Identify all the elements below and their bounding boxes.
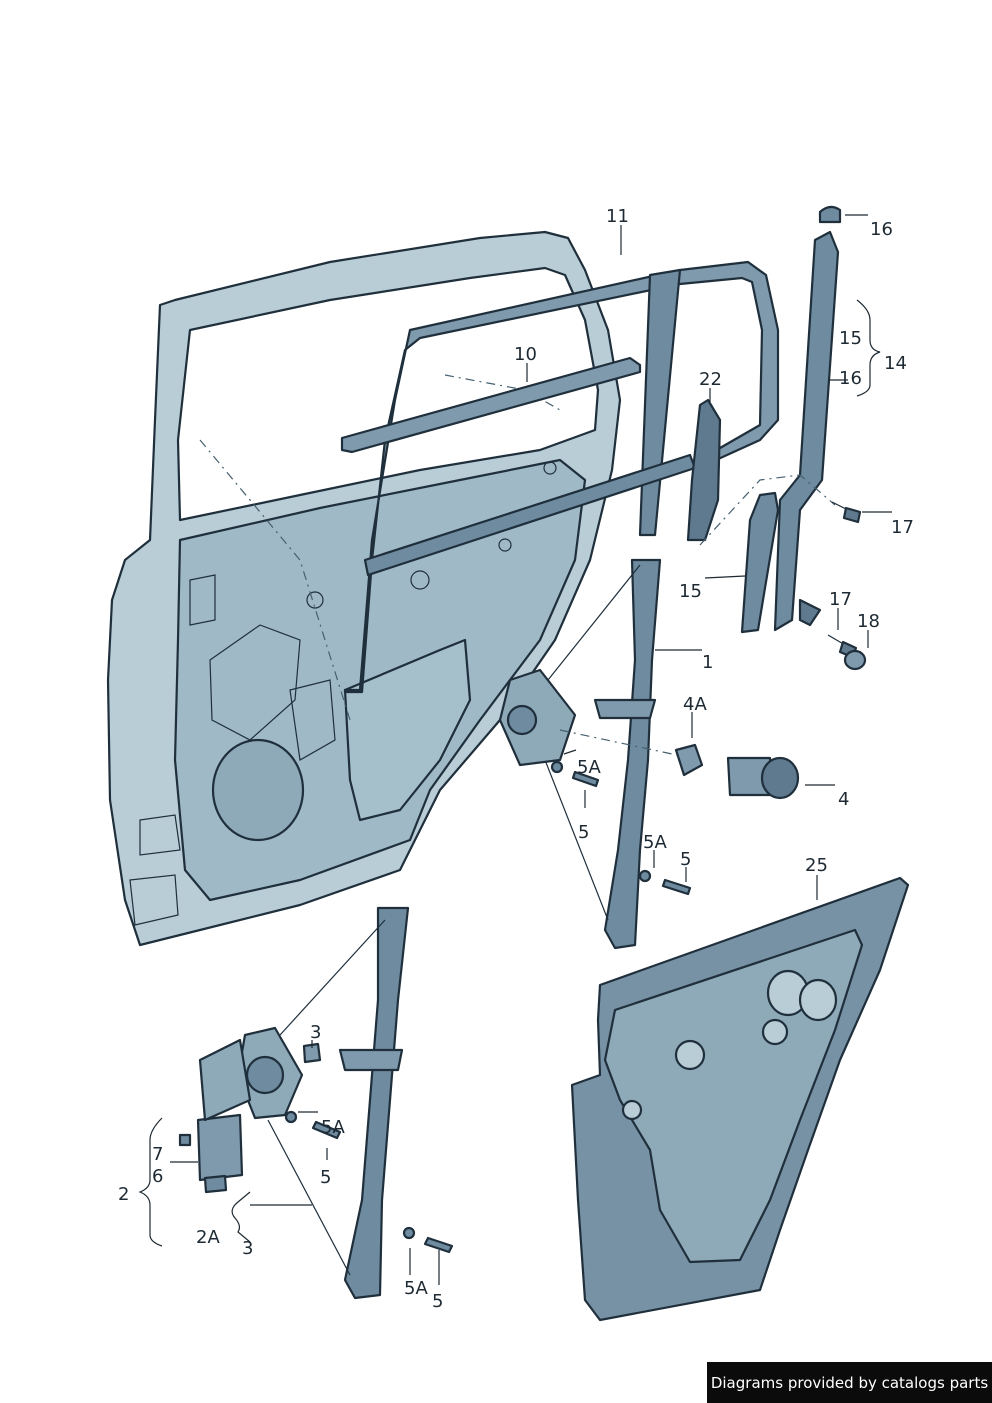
callout-5a-lower-right: 5A [404, 1278, 428, 1299]
callout-17-lower: 17 [829, 589, 852, 610]
footer-credit: Diagrams provided by catalogs parts [707, 1362, 992, 1403]
callout-1: 1 [702, 652, 713, 673]
door-lower-panel [343, 638, 472, 822]
callout-3-lower: 3 [242, 1238, 253, 1259]
callout-25: 25 [805, 855, 828, 876]
washer-5a-b [638, 869, 652, 883]
callout-10: 10 [514, 344, 537, 365]
callout-7: 7 [152, 1144, 163, 1165]
window-channel [699, 205, 842, 634]
callout-18: 18 [857, 611, 880, 632]
screw-5-c [311, 1120, 342, 1140]
callout-labels: 11 10 22 16 15 14 16 17 15 17 18 1 4A 4 … [118, 206, 914, 1312]
callout-4a: 4A [683, 694, 707, 715]
guide-rail [686, 398, 722, 542]
callout-3-nut: 3 [310, 1022, 321, 1043]
leader-lines [138, 214, 892, 1285]
callout-17-upper: 17 [891, 517, 914, 538]
callout-5-lower-left: 5 [320, 1167, 331, 1188]
door-inner-cover-25 [570, 876, 910, 1322]
callout-2a: 2A [196, 1227, 220, 1248]
callout-5a-upper-left: 5A [577, 757, 601, 778]
plug-18 [843, 649, 867, 671]
callout-2: 2 [118, 1184, 129, 1205]
callout-4: 4 [838, 789, 849, 810]
callout-5a-upper-right: 5A [643, 832, 667, 853]
callout-6: 6 [152, 1166, 163, 1187]
screw-7 [178, 1133, 192, 1147]
nut-4a [674, 743, 704, 777]
callout-14: 14 [884, 353, 907, 374]
callout-15-lower: 15 [679, 581, 702, 602]
callout-16-mid: 16 [839, 368, 862, 389]
washer-5a-c [284, 1110, 298, 1124]
screw-5-a [571, 770, 600, 788]
screw-17-upper [831, 501, 862, 524]
washer-5a-a [550, 760, 564, 774]
callout-5a-lower-left: 5A [321, 1117, 345, 1138]
door-window-opening [176, 266, 600, 522]
callout-16-top: 16 [870, 219, 893, 240]
screw-5-d [423, 1236, 454, 1254]
callout-5-upper-right: 5 [680, 849, 691, 870]
channel-cap [818, 205, 842, 224]
window-regulator-upper [498, 558, 701, 950]
washer-5a-d [402, 1226, 416, 1240]
callout-11: 11 [606, 206, 629, 227]
callout-15-top: 15 [839, 328, 862, 349]
crank-handle-4 [726, 756, 800, 800]
window-regulator-lower [196, 906, 410, 1300]
inner-window-strip [340, 356, 642, 454]
callout-5-upper-left: 5 [578, 822, 589, 843]
nut-3 [302, 1042, 322, 1064]
screw-5-b [661, 878, 692, 896]
callout-5-lower-right: 5 [432, 1291, 443, 1312]
door-speaker-ring [211, 738, 305, 842]
motor-6 [196, 1113, 244, 1182]
callout-22: 22 [699, 369, 722, 390]
door-shell [106, 230, 622, 947]
